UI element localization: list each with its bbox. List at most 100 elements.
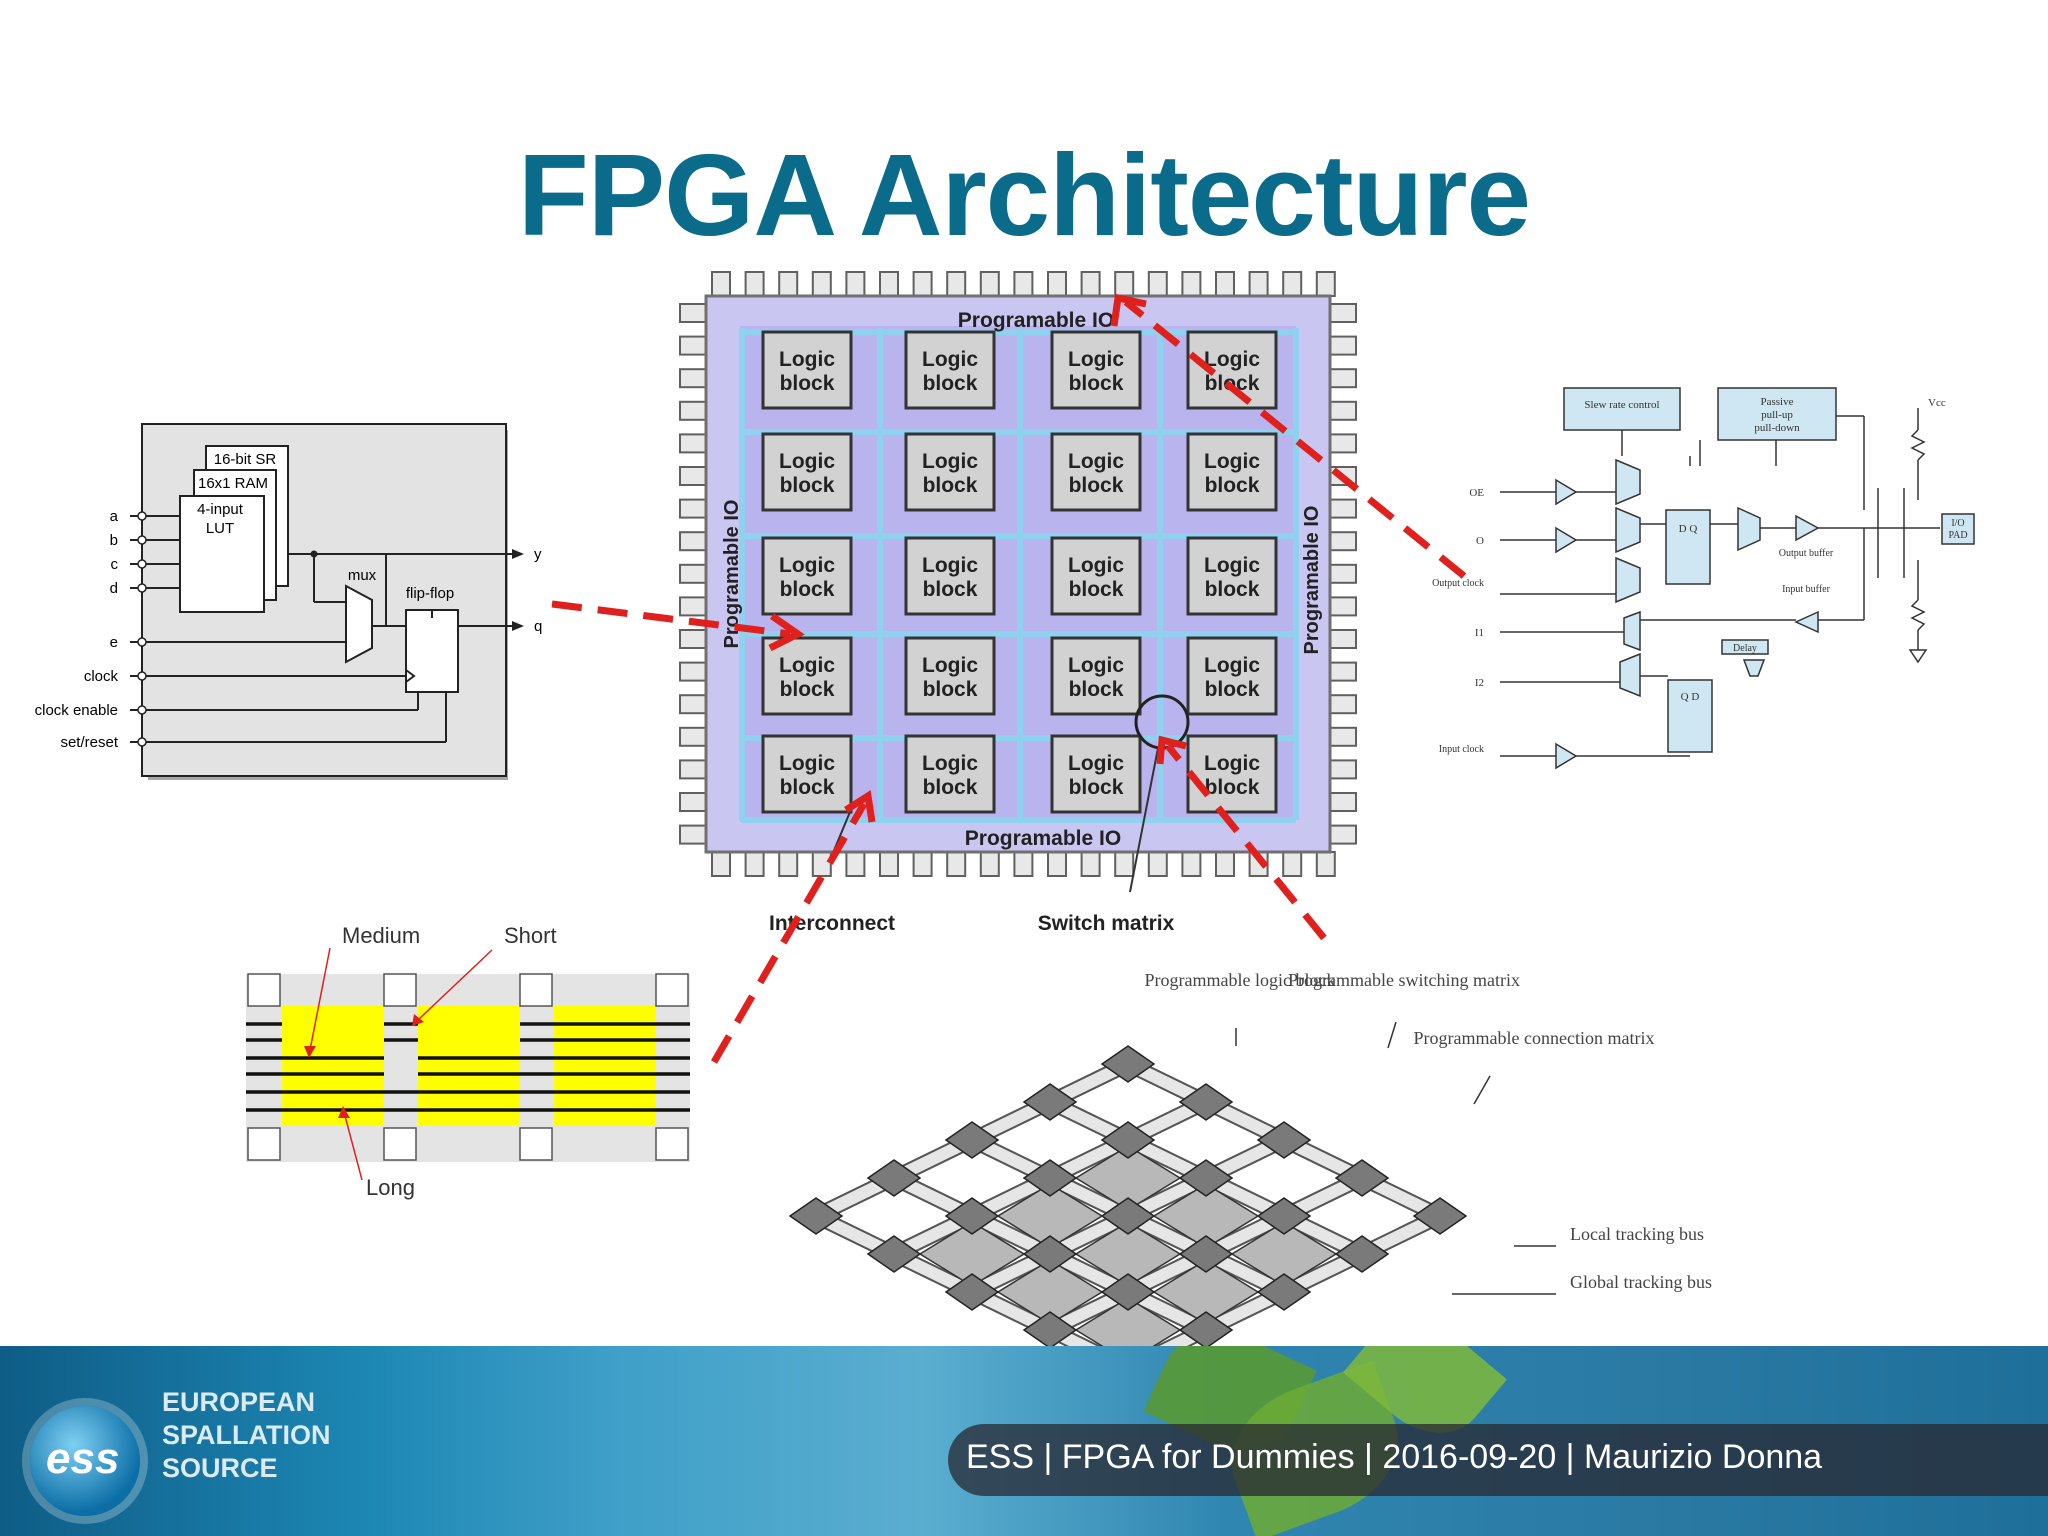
logic-block bbox=[1050, 734, 1142, 814]
matrix-switch bbox=[1256, 1273, 1312, 1311]
io-pin bbox=[778, 271, 799, 297]
clb-input-d: d bbox=[110, 580, 118, 597]
interconnect-label: Interconnect bbox=[769, 912, 895, 935]
clb-input-pin bbox=[137, 671, 147, 681]
io-pin bbox=[1329, 824, 1357, 845]
io-pin bbox=[744, 271, 765, 297]
io-pin bbox=[845, 851, 866, 877]
iob-passive-1: Passive bbox=[1761, 396, 1794, 408]
iob-oe-label: OE bbox=[1469, 487, 1484, 499]
matrix-switch bbox=[788, 1197, 844, 1235]
clb-input-pin bbox=[137, 637, 147, 647]
io-pin bbox=[1315, 851, 1336, 877]
clb-input-a: a bbox=[110, 508, 119, 525]
io-pin bbox=[1248, 271, 1269, 297]
io-pin bbox=[1329, 400, 1357, 421]
logic-block-label: block bbox=[1205, 474, 1260, 497]
io-pin bbox=[778, 851, 799, 877]
io-pin bbox=[679, 466, 707, 486]
clb-input-pin bbox=[137, 705, 147, 715]
matrix-switch bbox=[1178, 1235, 1234, 1273]
logo-line-3: SOURCE bbox=[162, 1453, 278, 1483]
io-pin bbox=[679, 531, 707, 552]
matrix-switch bbox=[1022, 1159, 1078, 1197]
io-pin bbox=[1282, 271, 1303, 297]
logic-block bbox=[1050, 432, 1142, 512]
logic-block-label: Logic bbox=[922, 752, 978, 775]
logic-block bbox=[1186, 536, 1278, 616]
io-pin bbox=[1329, 563, 1357, 584]
matrix-switch bbox=[1100, 1273, 1156, 1311]
iob-output-clock: Output clock bbox=[1432, 578, 1484, 589]
clb-input-c: c bbox=[111, 556, 119, 573]
fpga-architecture-diagram: LogicblockLogicblockLogicblockLogicblock… bbox=[35, 271, 1975, 1346]
red-dashed-arrows bbox=[551, 299, 1467, 1064]
io-pin bbox=[679, 629, 707, 649]
logic-block-label: Logic bbox=[922, 554, 978, 577]
logic-block-label: block bbox=[1205, 678, 1260, 701]
matrix-local-bus-label: Local tracking bus bbox=[1570, 1224, 1704, 1244]
io-pin bbox=[679, 433, 707, 454]
logic-block bbox=[904, 734, 996, 814]
io-pin bbox=[1329, 759, 1357, 780]
logic-block-label: block bbox=[923, 474, 978, 497]
io-pin bbox=[1329, 498, 1357, 519]
iob-i2-label: I2 bbox=[1475, 677, 1484, 689]
logic-block-label: block bbox=[780, 578, 835, 601]
logic-block-label: block bbox=[923, 578, 978, 601]
matrix-switch bbox=[944, 1121, 1000, 1159]
footer-band: ess EUROPEAN SPALLATION SOURCE ESS | FPG… bbox=[0, 1346, 2048, 1536]
io-pin bbox=[1329, 433, 1357, 454]
logic-block bbox=[904, 636, 996, 716]
logic-block-label: Logic bbox=[779, 554, 835, 577]
logic-block bbox=[1050, 330, 1142, 410]
matrix-switch bbox=[944, 1197, 1000, 1235]
logic-block-label: Logic bbox=[1204, 654, 1260, 677]
io-pin bbox=[1147, 851, 1168, 877]
clb-diagram: 16-bit SR 16x1 RAM 4-input LUT bbox=[35, 423, 542, 780]
short-label: Short bbox=[504, 923, 557, 948]
footer-caption-bar bbox=[948, 1424, 2048, 1496]
iob-pad-line2: PAD bbox=[1948, 530, 1967, 541]
matrix-switch bbox=[1256, 1197, 1312, 1235]
matrix-switch bbox=[1178, 1311, 1234, 1346]
io-pin bbox=[711, 851, 731, 877]
io-pin bbox=[679, 694, 707, 715]
clb-input-pin bbox=[137, 511, 147, 521]
io-pin bbox=[1329, 661, 1357, 682]
logic-block-label: block bbox=[1205, 372, 1260, 395]
logic-block-label: Logic bbox=[1204, 554, 1260, 577]
ess-logo-text: EUROPEAN SPALLATION SOURCE bbox=[162, 1386, 331, 1485]
io-pin bbox=[1329, 596, 1357, 617]
logic-block bbox=[904, 536, 996, 616]
logic-block-label: block bbox=[1069, 372, 1124, 395]
matrix-switching-label: Programmable switching matrix bbox=[1288, 970, 1520, 990]
io-pin bbox=[1329, 694, 1357, 715]
footer-caption: ESS | FPGA for Dummies | 2016-09-20 | Ma… bbox=[966, 1438, 1823, 1476]
logic-block-label: block bbox=[1205, 578, 1260, 601]
iob-passive-2: pull-up bbox=[1761, 409, 1793, 421]
io-pin bbox=[679, 792, 707, 812]
matrix-switch bbox=[944, 1273, 1000, 1311]
logic-block-label: Logic bbox=[1068, 654, 1124, 677]
clb-set-reset: set/reset bbox=[60, 734, 118, 751]
logic-block bbox=[1186, 636, 1278, 716]
io-pin bbox=[845, 271, 866, 297]
io-pin bbox=[711, 271, 731, 297]
logic-block-label: block bbox=[780, 678, 835, 701]
iob-dq-label: D Q bbox=[1679, 523, 1698, 535]
iob-vcc-label: Vcc bbox=[1928, 397, 1946, 409]
logic-block-label: Logic bbox=[922, 654, 978, 677]
logic-block-label: Logic bbox=[922, 348, 978, 371]
logic-block-label: block bbox=[923, 372, 978, 395]
clb-lut-line2: LUT bbox=[206, 520, 234, 537]
matrix-switch bbox=[1256, 1121, 1312, 1159]
switch-matrix-pointer bbox=[1129, 747, 1159, 893]
clb-input-e: e bbox=[110, 634, 118, 651]
ess-logo-mark bbox=[30, 1406, 140, 1516]
clb-input-b: b bbox=[110, 532, 118, 549]
matrix-switch bbox=[1100, 1045, 1156, 1083]
clb-mux-label: mux bbox=[348, 567, 377, 584]
matrix-switch bbox=[1412, 1197, 1468, 1235]
io-pin bbox=[1147, 271, 1168, 297]
